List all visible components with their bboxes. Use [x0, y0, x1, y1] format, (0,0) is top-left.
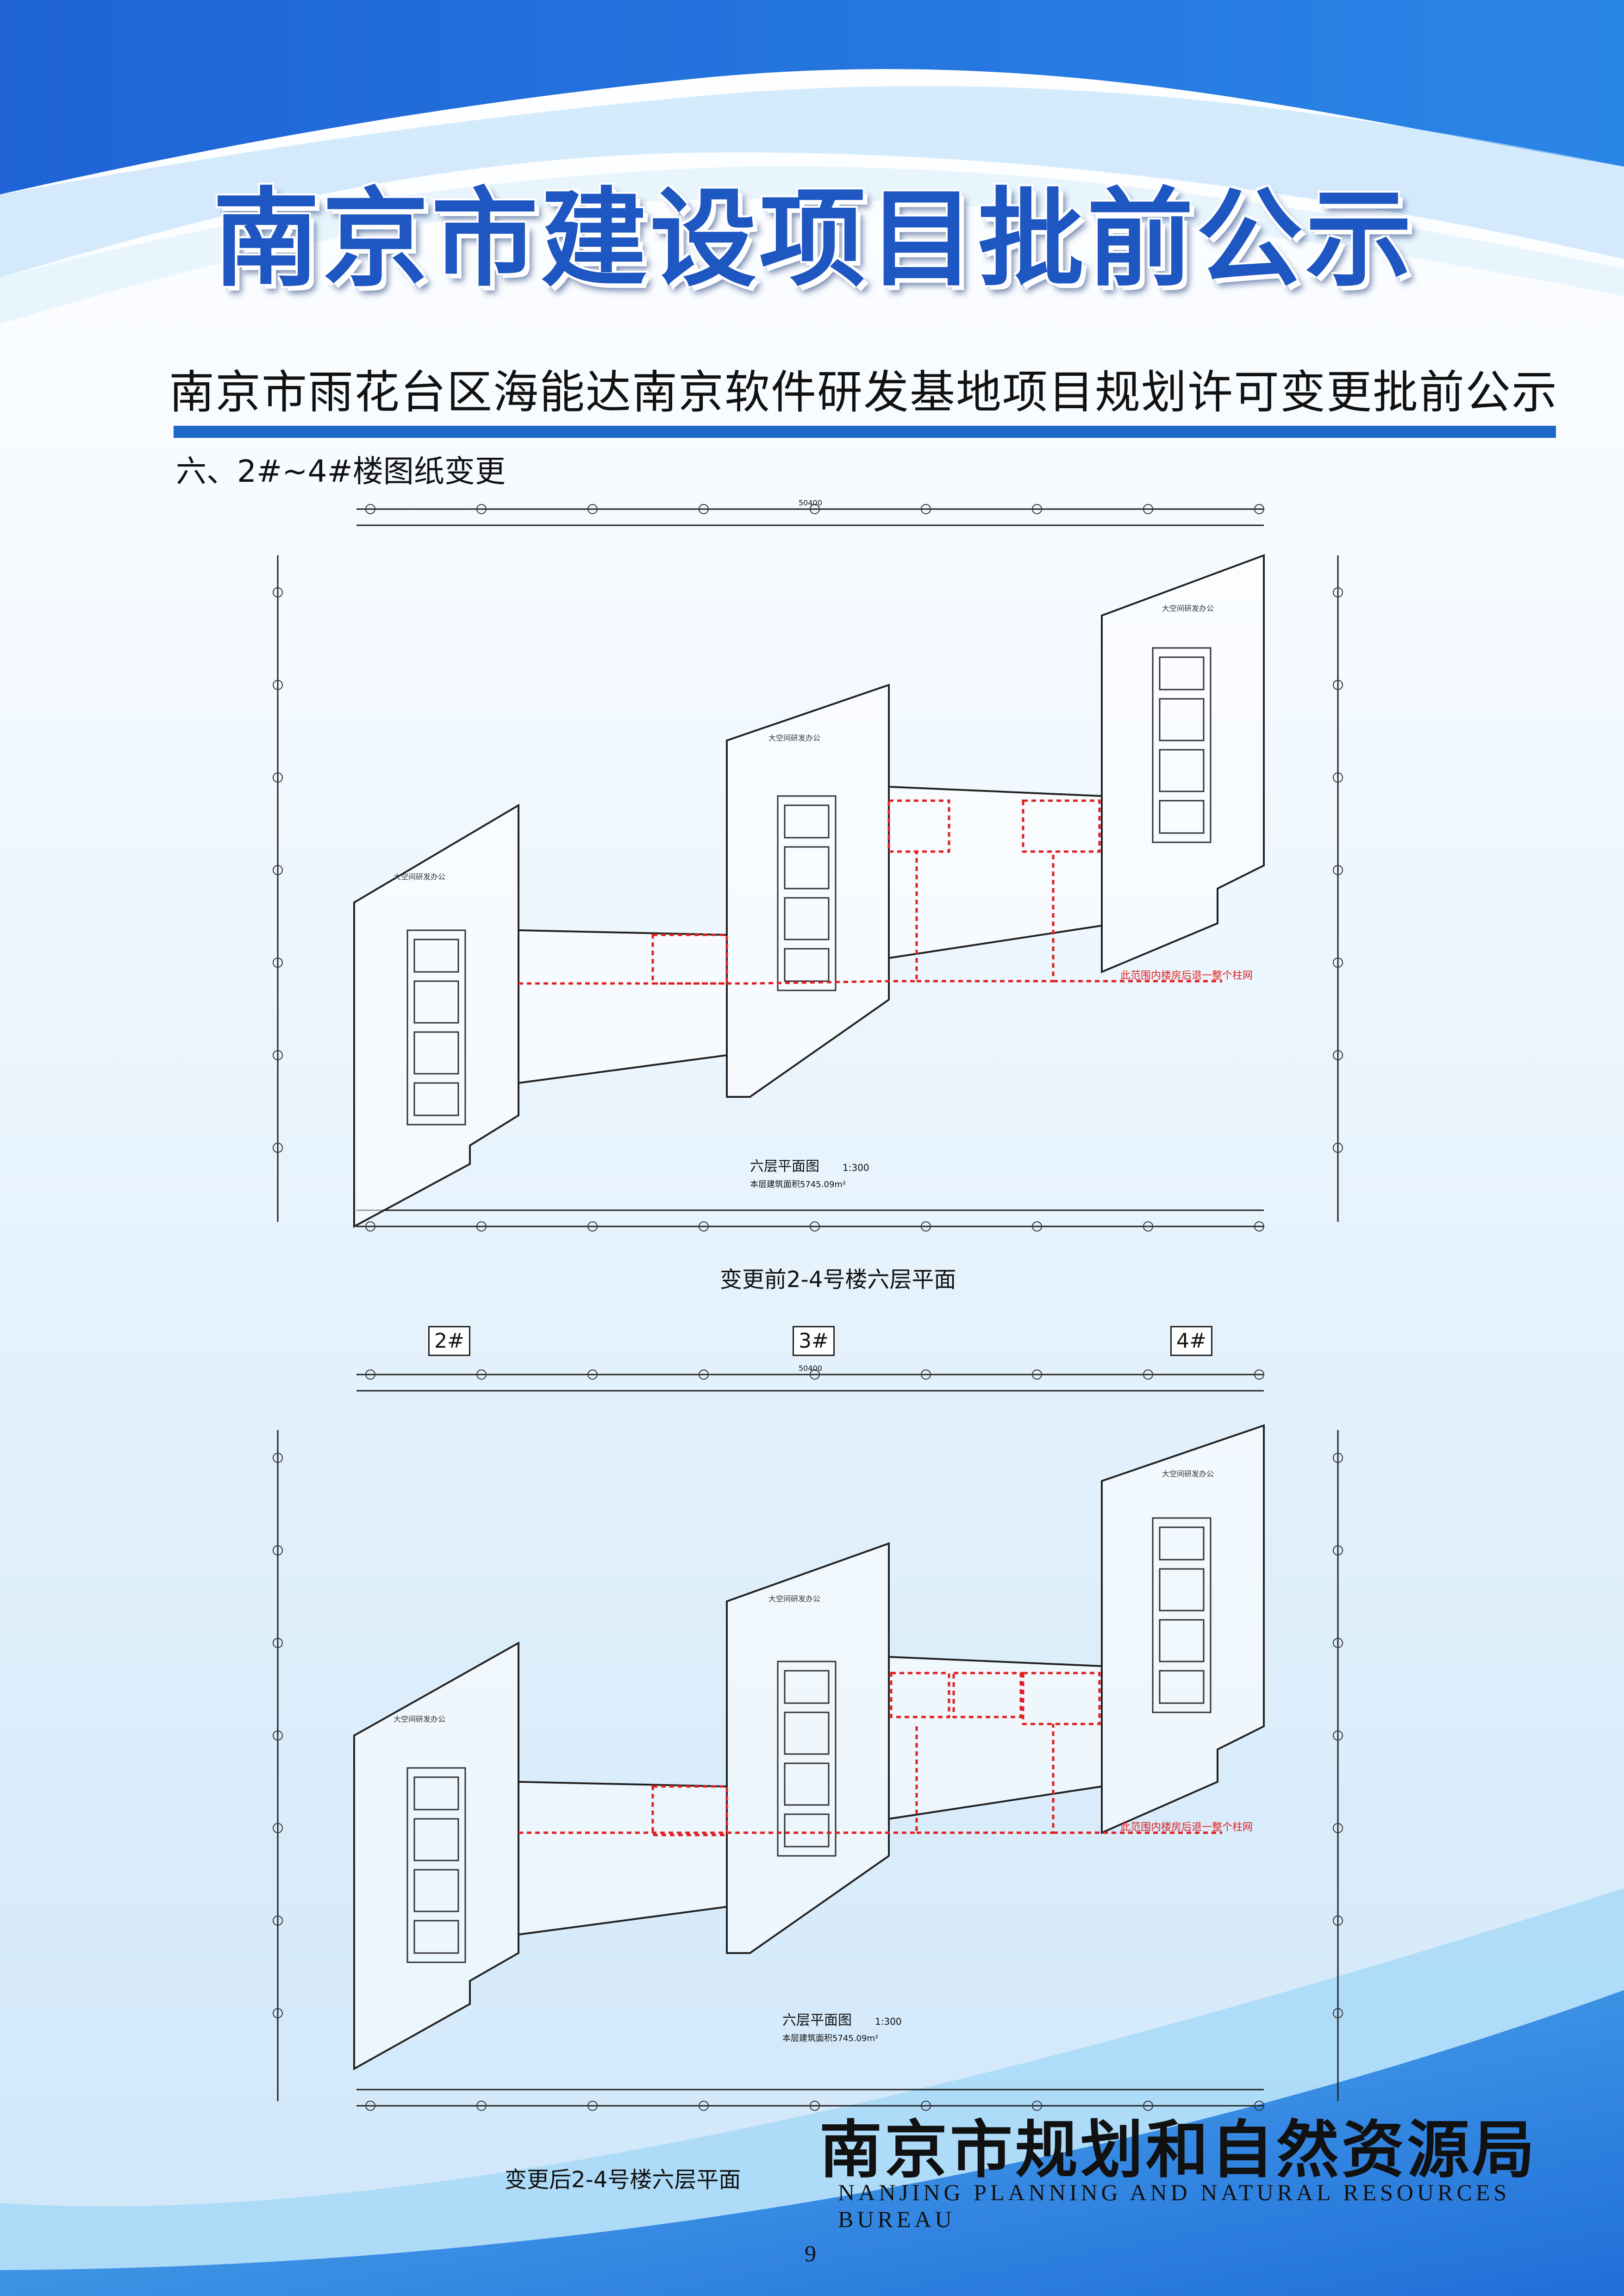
red-markup-note-after: 此范围内楼房后退一整个柱网	[1120, 1822, 1253, 1833]
room-label: 大空间研发办公	[768, 1594, 820, 1603]
caption-before: 变更前2-4号楼六层平面	[720, 1267, 956, 1293]
subtitle: 南京市雨花台区海能达南京软件研发基地项目规划许可变更批前公示	[169, 366, 1558, 419]
bureau-name-en: NANJING PLANNING AND NATURAL RESOURCES B…	[838, 2179, 1511, 2232]
drawing-title-after: 六层平面图	[782, 2012, 852, 2028]
area-note-after: 本层建筑面积5745.09m²	[782, 2034, 878, 2043]
section-heading: 六、2#~4#楼图纸变更	[176, 454, 506, 489]
floor-plan-after: 此范围内楼房后退一整个柱网 六层平面图 1:300 本层建筑面积5745.09m…	[273, 1365, 1343, 2111]
drawing-scale-before: 1:300	[843, 1162, 869, 1173]
main-title: 南京市建设项目批前公示	[213, 176, 1415, 301]
red-markup-note-before: 此范围内楼房后退一整个柱网	[1120, 970, 1253, 982]
room-label: 大空间研发办公	[1162, 1469, 1214, 1478]
building-tag-4: 4#	[1170, 1326, 1212, 1356]
room-label: 大空间研发办公	[768, 734, 820, 742]
building-tag-2: 2#	[428, 1326, 470, 1356]
total-dim-after: 50400	[799, 1365, 822, 1373]
title-underline	[174, 426, 1556, 438]
floor-plan-before: 此范围内楼房后退一整个柱网 六层平面图 1:300 本层建筑面积5745.09m…	[273, 500, 1343, 1232]
area-note-before: 本层建筑面积5745.09m²	[750, 1180, 846, 1189]
total-dim-before: 50400	[799, 500, 822, 507]
room-label: 大空间研发办公	[394, 872, 445, 881]
room-label: 大空间研发办公	[1162, 604, 1214, 613]
drawing-scale-after: 1:300	[875, 2016, 902, 2027]
page-number: 9	[805, 2240, 816, 2266]
building-tag-3: 3#	[793, 1326, 835, 1356]
bureau-name-cn: 南京市规划和自然资源局	[819, 2113, 1537, 2186]
room-label: 大空间研发办公	[394, 1715, 445, 1724]
caption-after: 变更后2-4号楼六层平面	[505, 2167, 741, 2193]
drawing-title-before: 六层平面图	[750, 1158, 819, 1175]
